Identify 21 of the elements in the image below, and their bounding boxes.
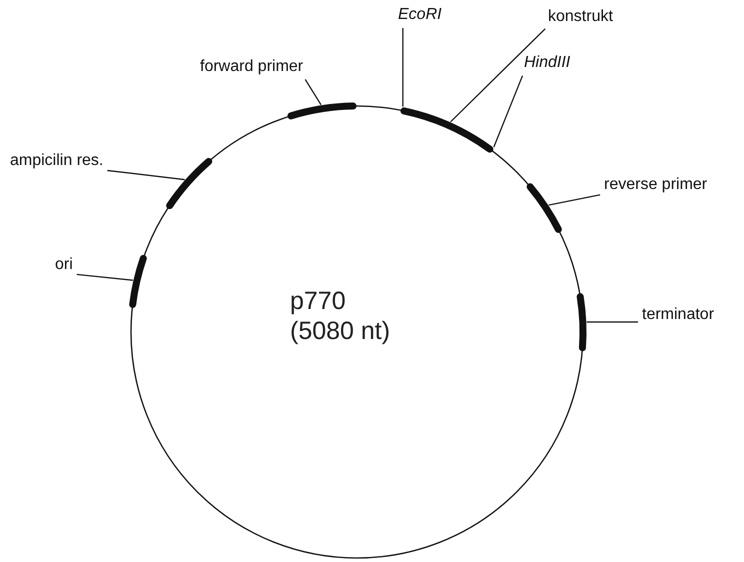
site-label: HindIII bbox=[524, 54, 570, 72]
feature-label: ampicilin res. bbox=[10, 152, 104, 170]
plasmid-name: p770 (5080 nt) bbox=[290, 286, 392, 346]
feature-segment bbox=[287, 102, 357, 120]
feature-label: konstrukt bbox=[548, 8, 613, 26]
feature-label: forward primer bbox=[200, 58, 304, 76]
feature-label: ori bbox=[55, 256, 73, 274]
leader-line bbox=[76, 274, 133, 281]
plasmid-circle bbox=[131, 106, 583, 558]
feature-label: reverse primer bbox=[604, 176, 708, 194]
leader-line bbox=[548, 194, 600, 206]
leader-line bbox=[586, 321, 638, 323]
leader-line bbox=[450, 28, 546, 122]
leader-line bbox=[107, 170, 185, 180]
feature-label: terminator bbox=[642, 306, 714, 324]
leader-line bbox=[493, 75, 524, 148]
leader-line bbox=[402, 28, 404, 107]
feature-segment bbox=[576, 293, 586, 352]
site-label: EcoRI bbox=[398, 6, 442, 24]
feature-segment bbox=[129, 254, 147, 308]
leader-line bbox=[304, 79, 322, 106]
